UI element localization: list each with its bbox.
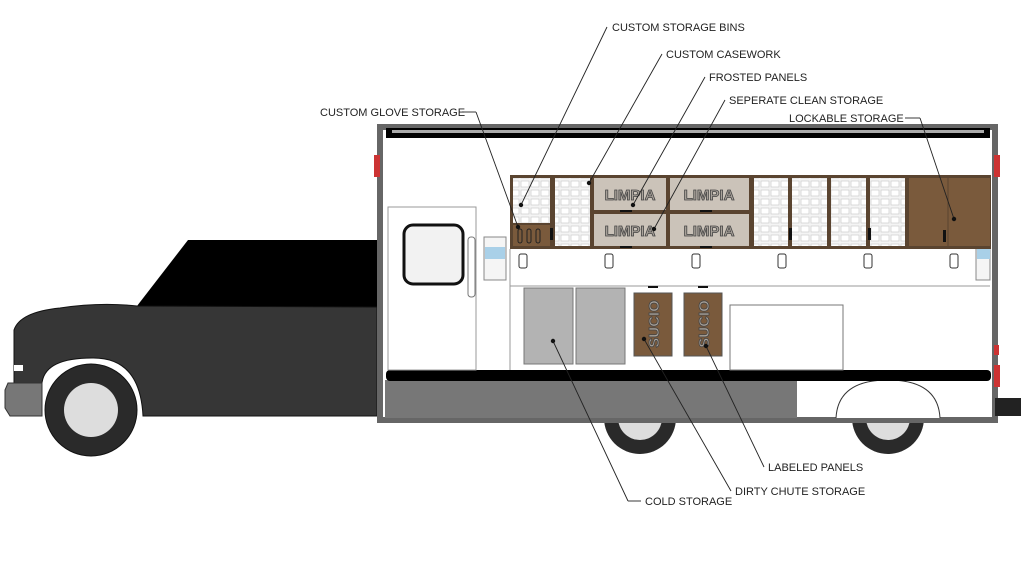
door-window <box>402 223 465 286</box>
appliance-box <box>729 304 844 371</box>
storage-bin <box>555 178 590 246</box>
storage-bin <box>831 178 866 246</box>
callout-custom-storage-bins: CUSTOM STORAGE BINS <box>612 22 745 34</box>
marker-light <box>994 345 999 355</box>
dirty-label: SUCIO <box>696 300 713 348</box>
frosted-panel: LIMPIA <box>594 178 666 210</box>
truck-cab <box>4 240 378 458</box>
side-skirt <box>385 380 797 418</box>
leader-lines <box>462 26 957 502</box>
callout-custom-casework: CUSTOM CASEWORK <box>666 49 781 61</box>
storage-bin <box>792 178 827 246</box>
callout-dirty-chute-storage: DIRTY CHUTE STORAGE <box>735 486 865 498</box>
outlets <box>518 253 959 269</box>
callout-labeled-panels: LABELED PANELS <box>768 462 863 474</box>
cold-storage <box>523 287 626 365</box>
front-hub <box>64 383 118 437</box>
storage-bin <box>870 178 905 246</box>
marker-light <box>374 155 380 177</box>
frosted-panel: LIMPIA <box>670 178 749 210</box>
callout-lockable-storage: LOCKABLE STORAGE <box>789 113 904 125</box>
frosted-panel: LIMPIA <box>670 214 749 246</box>
floor-rail <box>386 370 991 381</box>
rear-hitch <box>995 398 1021 416</box>
headlight <box>14 365 23 371</box>
callout-frosted-panels: FROSTED PANELS <box>709 72 807 84</box>
front-bumper <box>4 382 43 417</box>
tail-light <box>994 365 1000 387</box>
cab-body <box>13 303 378 417</box>
door-handle <box>467 236 476 298</box>
clean-label: LIMPIA <box>684 223 735 240</box>
callout-seperate-clean-storage: SEPERATE CLEAN STORAGE <box>729 95 883 107</box>
lockable-cabinet <box>909 178 990 246</box>
marker-light <box>994 155 1000 177</box>
clean-label: LIMPIA <box>605 223 656 240</box>
dirty-chute: SUCIO SUCIO <box>633 286 723 357</box>
clean-label: LIMPIA <box>605 187 656 204</box>
upper-casework: LIMPIA LIMPIA LIMPIA LIMPIA <box>510 175 991 249</box>
callout-cold-storage: COLD STORAGE <box>645 496 732 508</box>
cab-roof <box>137 240 377 308</box>
storage-bin <box>513 178 550 223</box>
storage-bin <box>754 178 788 246</box>
callout-custom-glove-storage: CUSTOM GLOVE STORAGE <box>320 107 465 119</box>
dirty-label: SUCIO <box>646 300 663 348</box>
clean-label: LIMPIA <box>684 187 735 204</box>
